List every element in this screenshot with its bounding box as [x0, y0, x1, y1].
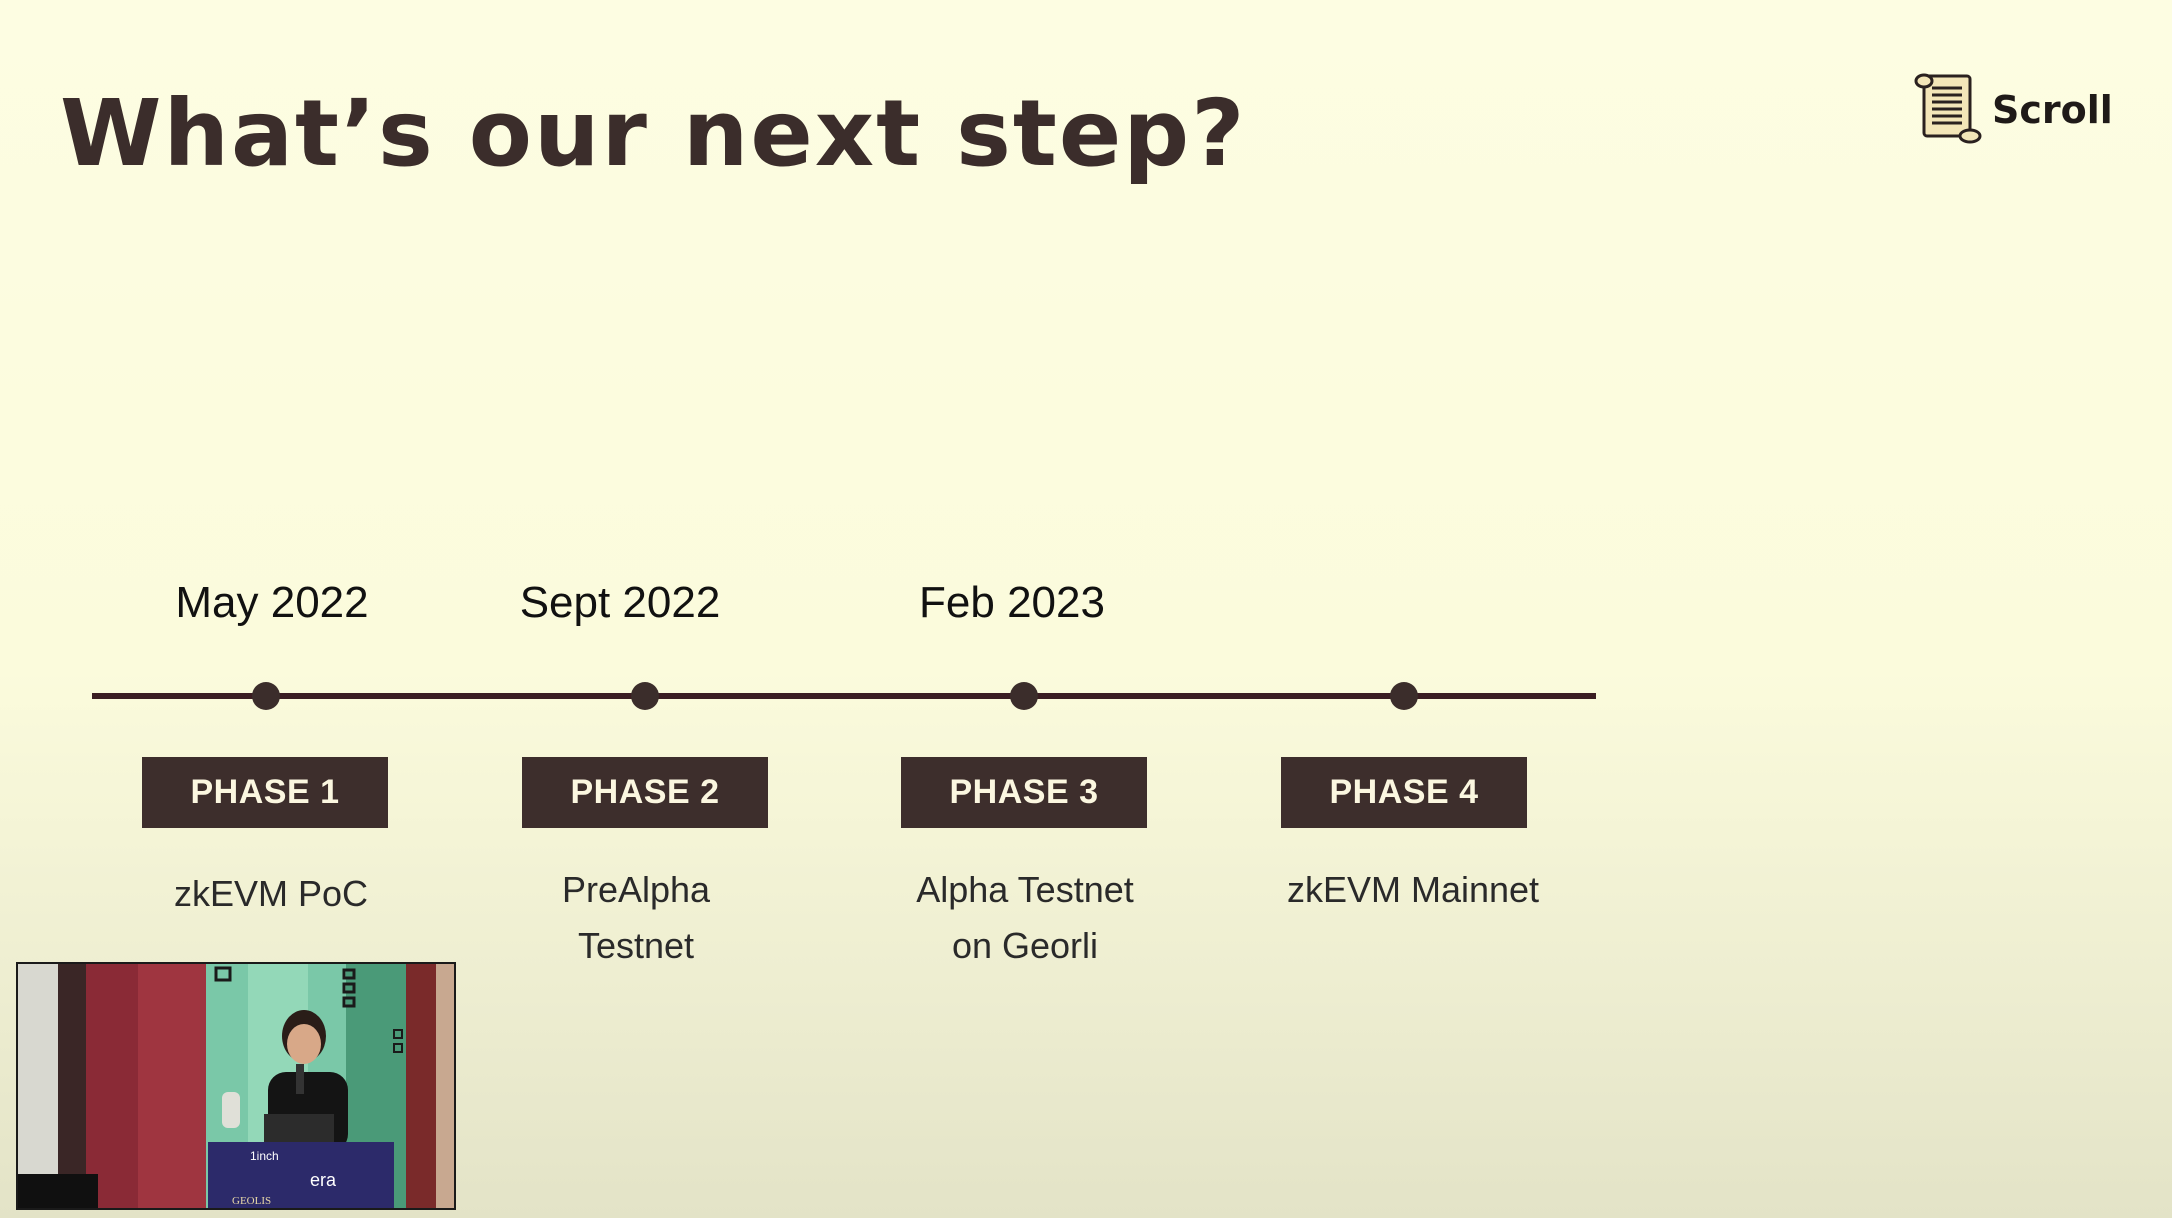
- speaker-video: 1inch era GEOLIS: [16, 962, 456, 1210]
- phase-3-description-line-1: Alpha Testnet: [916, 869, 1134, 910]
- phase-4-badge: PHASE 4: [1281, 757, 1527, 828]
- timeline-date-1: May 2022: [175, 578, 369, 627]
- scroll-icon: [1910, 72, 1984, 148]
- phase-2-description-line-2: Testnet: [577, 925, 695, 966]
- podium-sponsor-era: era: [310, 1170, 337, 1190]
- timeline-dot-3: [1010, 682, 1038, 710]
- phase-1-description: zkEVM PoC: [111, 866, 431, 922]
- speaker-video-frame: 1inch era GEOLIS: [18, 964, 454, 1208]
- phase-1-description-line: zkEVM PoC: [173, 873, 369, 914]
- phase-2-description-line-1: PreAlpha: [561, 869, 711, 910]
- phase-4-description: zkEVM Mainnet: [1253, 862, 1573, 918]
- scroll-logo: Scroll: [1910, 70, 2113, 150]
- phase-3-badge: PHASE 3: [901, 757, 1147, 828]
- podium-sponsor-geolis: GEOLIS: [232, 1195, 271, 1207]
- phase-3-description-line-2: on Georli: [951, 925, 1099, 966]
- timeline-date-2: Sept 2022: [519, 578, 721, 627]
- timeline-dot-2: [631, 682, 659, 710]
- timeline-line: [92, 693, 1596, 699]
- phase-1-badge: PHASE 1: [142, 757, 388, 828]
- phase-3-description: Alpha Testnet on Georli: [865, 862, 1185, 974]
- slide-title: What’s our next step?: [60, 80, 1247, 187]
- phase-2-badge: PHASE 2: [522, 757, 768, 828]
- timeline-date-3: Feb 2023: [919, 578, 1105, 627]
- timeline-dot-1: [252, 682, 280, 710]
- logo-text: Scroll: [1992, 88, 2113, 132]
- phase-2-description: PreAlpha Testnet: [476, 862, 796, 974]
- phase-4-description-line: zkEVM Mainnet: [1286, 869, 1540, 910]
- podium-sponsor-text: 1inch: [250, 1149, 279, 1163]
- timeline-dot-4: [1390, 682, 1418, 710]
